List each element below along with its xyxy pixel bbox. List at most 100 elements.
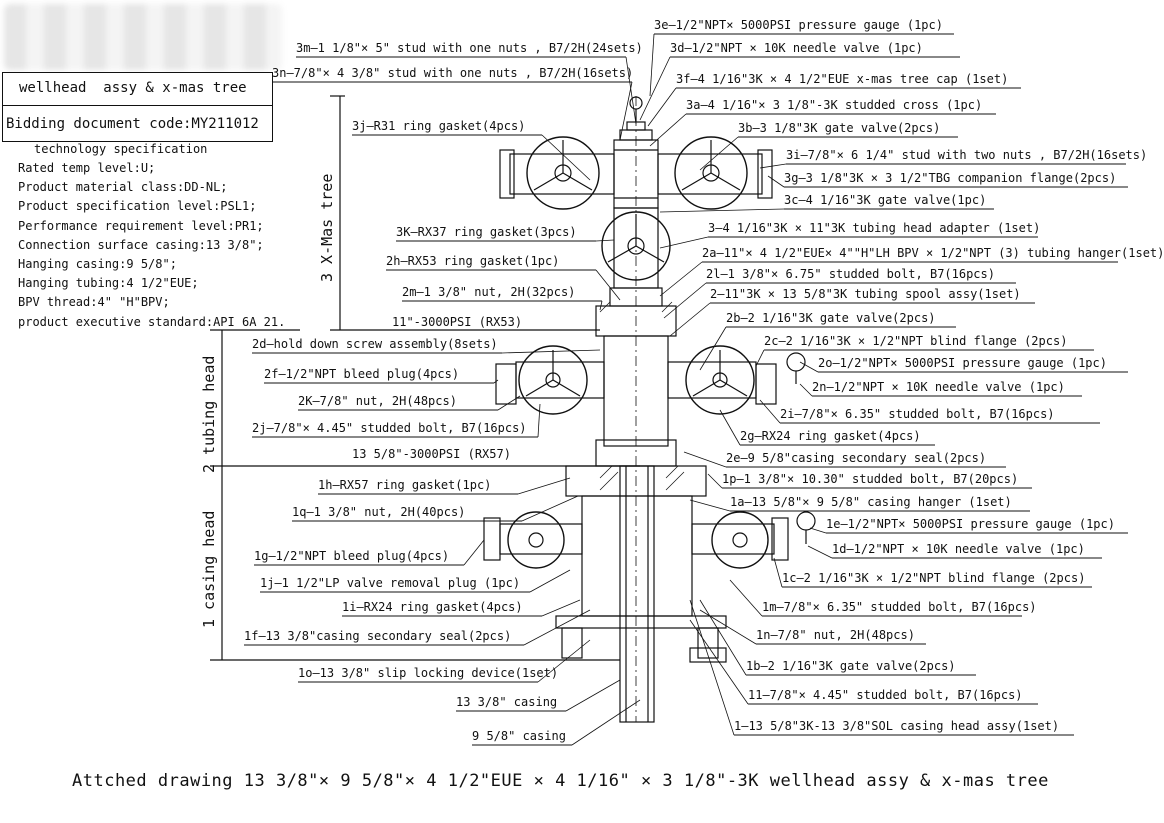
leader-line xyxy=(699,136,739,171)
callout-label: 13 3/8" casing xyxy=(456,695,558,709)
leader-line xyxy=(689,599,735,736)
leader-line xyxy=(755,349,765,367)
callout-label: 2c—2 1/16"3K × 1/2"NPT blind flange (2pc… xyxy=(764,334,1068,348)
leader-line xyxy=(595,239,615,242)
callout-label: 3b—3 1/8"3K gate valve(2pcs) xyxy=(738,121,941,135)
leader-line xyxy=(517,477,571,495)
callout-label: 1f—13 3/8"casing secondary seal(2pcs) xyxy=(244,629,512,643)
callout-label: 2o—1/2"NPT× 5000PSI pressure gauge (1pc) xyxy=(818,356,1107,370)
callout-label: 2—11"3K × 13 5/8"3K tubing spool assy(1s… xyxy=(710,287,1021,301)
spec-line: product executive standard:API 6A 21. xyxy=(18,314,286,329)
leader-line xyxy=(807,545,833,559)
leader-line xyxy=(689,619,749,705)
callout-label: 1q—1 3/8" nut, 2H(40pcs) xyxy=(292,505,466,519)
leader-line xyxy=(463,539,485,566)
leader-line xyxy=(683,451,727,468)
leader-line xyxy=(699,326,727,371)
spec-line: Hanging casing:9 5/8"; xyxy=(18,257,177,271)
callout-label: 1a—13 5/8"× 9 5/8" casing hanger (1set) xyxy=(730,495,1012,509)
callout-label: 2f—1/2"NPT bleed plug(4pcs) xyxy=(264,367,460,381)
callout-label: 11—7/8"× 4.45" studded bolt, B7(16pcs) xyxy=(748,688,1023,702)
callout-label: 2m—1 3/8" nut, 2H(32pcs) xyxy=(402,285,576,299)
leader-line xyxy=(537,403,541,438)
callout-label: 3n—7/8"× 4 3/8" stud with one nuts , B7/… xyxy=(272,66,634,80)
callout-label: 1—13 5/8"3K-13 3/8"SOL casing head assy(… xyxy=(734,719,1060,733)
flange-label-upper: 11"-3000PSI (RX53) xyxy=(392,315,523,329)
leader-line xyxy=(497,395,521,411)
leader-line xyxy=(669,302,711,337)
leader-line xyxy=(501,349,601,354)
callout-label: 2d—hold down screw assembly(8sets) xyxy=(252,337,498,351)
callout-label: 1i—RX24 ring gasket(4pcs) xyxy=(342,600,523,614)
leader-line xyxy=(541,599,581,617)
callout-label: 1b—2 1/16"3K gate valve(2pcs) xyxy=(746,659,956,673)
callout-label: 1d—1/2"NPT × 10K needle valve (1pc) xyxy=(832,542,1085,556)
callout-label: 2g—RX24 ring gasket(4pcs) xyxy=(740,429,921,443)
leader-line xyxy=(707,473,723,489)
leader-line xyxy=(595,269,621,301)
callout-label: 3c—4 1/16"3K gate valve(1pc) xyxy=(784,193,987,207)
leader-line xyxy=(729,579,763,617)
callout-label: 2n—1/2"NPT × 10K needle valve (1pc) xyxy=(812,380,1065,394)
spec-line: Connection surface casing:13 3/8"; xyxy=(18,237,264,252)
callout-label: 3—4 1/16"3K × 11"3K tubing head adapter … xyxy=(708,221,1041,235)
leader-line xyxy=(699,609,757,645)
leader-line xyxy=(759,163,787,169)
callout-label: 2b—2 1/16"3K gate valve(2pcs) xyxy=(726,311,936,325)
leader-line xyxy=(639,56,671,121)
spec-line: Product material class:DD-NL; xyxy=(18,180,228,195)
leader-line xyxy=(649,33,655,97)
leader-line xyxy=(759,399,781,424)
leader-line xyxy=(571,699,641,746)
leader-line xyxy=(799,383,813,397)
callout-label: 1m—7/8"× 6.35" studded bolt, B7(16pcs) xyxy=(762,600,1037,614)
callout-label: 3j—R31 ring gasket(4pcs) xyxy=(352,119,526,133)
callout-label: 1e—1/2"NPT× 5000PSI pressure gauge (1pc) xyxy=(826,517,1115,531)
leader-line xyxy=(719,409,741,446)
leader-line xyxy=(529,569,571,593)
callout-label: 1o—13 3/8" slip locking device(1set) xyxy=(298,666,559,680)
spec-line: Hanging tubing:4 1/2"EUE; xyxy=(18,276,199,291)
spec-line: BPV thread:4" "H"BPV; xyxy=(18,295,170,310)
drawing-title: Attched drawing 13 3/8"× 9 5/8"× 4 1/2"E… xyxy=(72,771,1049,791)
callout-label: 1j—1 1/2"LP valve removal plug (1pc) xyxy=(260,576,521,590)
callout-label: 1g—1/2"NPT bleed plug(4pcs) xyxy=(254,549,450,563)
leader-line xyxy=(649,113,687,147)
leader-line xyxy=(699,599,747,676)
spec-line: Rated temp level:U; xyxy=(18,161,156,175)
callout-label: 3e—1/2"NPT× 5000PSI pressure gauge (1pc) xyxy=(654,18,943,32)
callout-label: 3i—7/8"× 6 1/4" stud with two nuts , B7/… xyxy=(786,148,1148,162)
flange-label-lower: 13 5/8"-3000PSI (RX57) xyxy=(352,447,511,461)
leader-line xyxy=(521,495,579,522)
callout-label: 2K—7/8" nut, 2H(48pcs) xyxy=(298,394,457,408)
callout-label: 3f—4 1/16"3K × 4 1/2"EUE x-mas tree cap … xyxy=(676,72,1009,86)
callout-label: 2i—7/8"× 6.35" studded bolt, B7(16pcs) xyxy=(780,407,1055,421)
callout-label: 9 5/8" casing xyxy=(472,729,566,743)
spec-line: Performance requirement level:PR1; xyxy=(18,218,264,233)
leader-line xyxy=(493,379,499,384)
leader-line xyxy=(565,679,621,712)
callout-label: 2l—1 3/8"× 6.75" studded bolt, B7(16pcs) xyxy=(706,267,995,281)
callout-label: 1c—2 1/16"3K × 1/2"NPT blind flange (2pc… xyxy=(782,571,1086,585)
leader-line xyxy=(663,282,707,319)
title-block: wellhead assy & x-mas tree Bidding docum… xyxy=(2,72,273,142)
redacted-logo xyxy=(4,4,282,70)
bidding-code: Bidding document code:MY211012 xyxy=(6,116,259,132)
callout-label: 2j—7/8"× 4.45" studded bolt, B7(16pcs) xyxy=(252,421,527,435)
leader-line xyxy=(799,361,819,373)
leader-line xyxy=(523,609,591,646)
wellhead-drawing xyxy=(210,33,1128,746)
leader-line xyxy=(647,87,677,127)
callout-label: 1p—1 3/8"× 10.30" studded bolt, B7(20pcs… xyxy=(722,472,1019,486)
spec-line: Product specification level:PSL1; xyxy=(18,199,257,214)
leader-line xyxy=(659,236,709,249)
leader-line xyxy=(537,639,591,683)
leader-line xyxy=(619,81,633,141)
callout-label: 2h—RX53 ring gasket(1pc) xyxy=(386,254,560,268)
leader-line xyxy=(541,134,591,181)
leader-line xyxy=(809,527,827,534)
leader-line xyxy=(625,56,637,125)
drawing-frame: wellhead assy & x-mas tree Bidding docum… xyxy=(2,4,1164,791)
leader-line xyxy=(767,175,785,188)
callout-label: 3g—3 1/8"3K × 3 1/2"TBG companion flange… xyxy=(784,171,1117,185)
